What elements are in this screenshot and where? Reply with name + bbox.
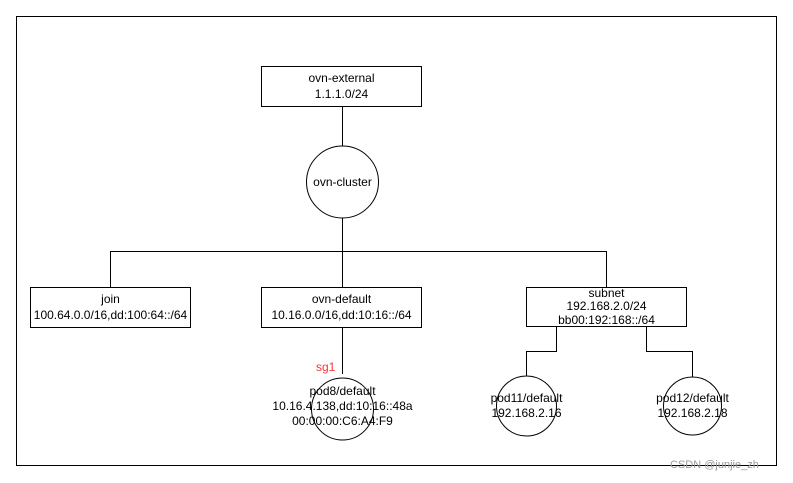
node-cidr-v6: bb00:192:168::/64 [558, 313, 655, 327]
node-name: ovn-external [308, 71, 374, 85]
node-name: ovn-cluster [313, 175, 372, 189]
node-cidr-v4: 192.168.2.0/24 [566, 299, 646, 313]
node-pod11[interactable]: pod11/default 192.168.2.16 [491, 375, 564, 437]
node-ovn-cluster[interactable]: ovn-cluster [306, 145, 379, 219]
node-name: ovn-default [312, 292, 372, 306]
link-subnet-pod12 [646, 326, 693, 377]
node-pod12[interactable]: pod12/default 192.168.2.18 [656, 376, 730, 436]
pod-name: pod8/default [309, 384, 376, 398]
pod-mac: 00:00:00:C6:A4:F9 [292, 414, 393, 428]
pod-ip: 192.168.2.16 [491, 406, 561, 420]
link-subnet-pod11 [526, 326, 557, 377]
pod-ips: 10.16.4.138,dd:10:16::48a [272, 399, 412, 413]
node-circle [496, 375, 557, 437]
security-group-label: sg1 [316, 360, 336, 374]
node-name: subnet [588, 286, 625, 300]
node-box [261, 66, 422, 107]
node-join[interactable]: join 100.64.0.0/16,dd:100:64::/64 [30, 287, 191, 328]
node-subnet[interactable]: subnet 192.168.2.0/24 bb00:192:168::/64 [526, 286, 687, 327]
watermark: CSDN @junjie_zh [670, 459, 759, 471]
node-ovn-default[interactable]: ovn-default 10.16.0.0/16,dd:10:16::/64 [261, 287, 422, 328]
pod-name: pod12/default [656, 391, 729, 405]
node-circle [306, 145, 379, 219]
node-cidr: 1.1.1.0/24 [315, 87, 369, 101]
connectors [110, 106, 693, 377]
node-ovn-external[interactable]: ovn-external 1.1.1.0/24 [261, 66, 422, 107]
node-circle [663, 376, 722, 436]
node-box [526, 287, 687, 327]
cluster-bus [110, 251, 607, 287]
node-pod8[interactable]: pod8/default 10.16.4.138,dd:10:16::48a 0… [272, 377, 413, 441]
node-circle [311, 377, 374, 441]
pod-name: pod11/default [491, 391, 564, 405]
node-name: join [100, 292, 120, 306]
node-cidr: 10.16.0.0/16,dd:10:16::/64 [271, 308, 411, 322]
pod-ip: 192.168.2.18 [657, 406, 727, 420]
node-cidr: 100.64.0.0/16,dd:100:64::/64 [34, 308, 188, 322]
node-box [261, 287, 422, 328]
node-box [30, 287, 191, 328]
